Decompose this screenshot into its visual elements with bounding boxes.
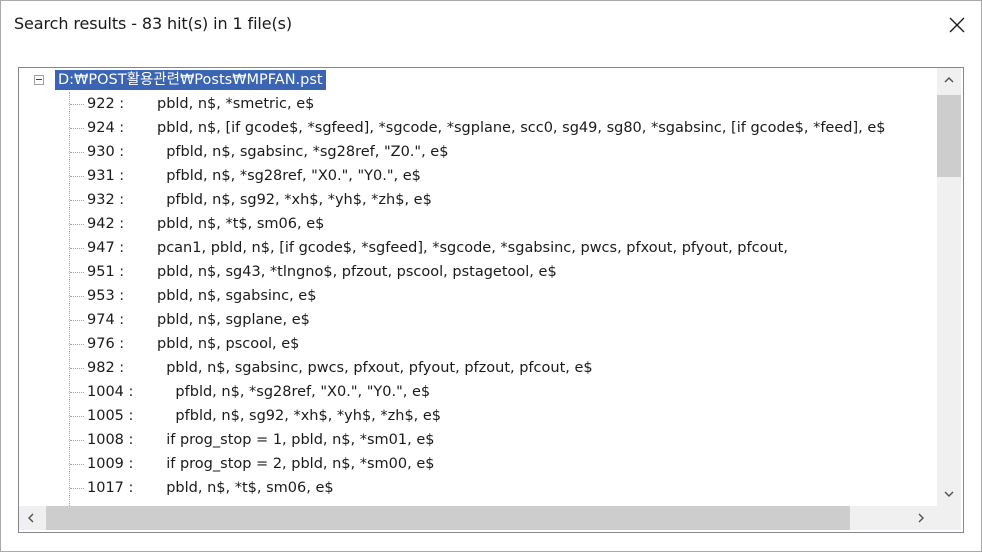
tree-connector xyxy=(70,368,84,369)
matched-code: pfbld, n$, sg92, *xh$, *yh$, *zh$, e$ xyxy=(157,192,432,208)
line-number: 951 : xyxy=(87,264,125,280)
chevron-up-icon xyxy=(944,77,954,83)
matched-code: if prog_stop = 2, pbld, n$, *sm00, e$ xyxy=(157,456,435,472)
line-number: 974 : xyxy=(87,312,125,328)
matched-code: pfbld, n$, sgabsinc, *sg28ref, "Z0.", e$ xyxy=(157,144,449,160)
tree-connector xyxy=(70,224,84,225)
horizontal-scrollbar[interactable] xyxy=(19,506,937,530)
tree-root-file[interactable]: D:₩POST활용관련₩Posts₩MPFAN.pst xyxy=(19,68,937,92)
scroll-right-button[interactable] xyxy=(909,506,933,530)
result-row[interactable]: 942 : pbld, n$, *t$, sm06, e$ xyxy=(19,212,937,236)
scroll-down-button[interactable] xyxy=(937,482,961,506)
line-number: 1005 : xyxy=(87,408,134,424)
tree-connector xyxy=(70,176,84,177)
line-number: 924 : xyxy=(87,120,125,136)
result-row[interactable]: 924 : pbld, n$, [if gcode$, *sgfeed], *sg… xyxy=(19,116,937,140)
matched-code: pbld, n$, sgabsinc, e$ xyxy=(157,288,317,304)
line-number: 976 : xyxy=(87,336,125,352)
matched-code: pbld, n$, *t$, sm06, e$ xyxy=(157,216,325,232)
file-path-label[interactable]: D:₩POST활용관련₩Posts₩MPFAN.pst xyxy=(55,70,326,90)
result-row[interactable]: 1008 : if prog_stop = 1, pbld, n$, *sm01… xyxy=(19,428,937,452)
vertical-scroll-thumb[interactable] xyxy=(937,95,961,177)
matched-code: pfbld, n$, *sg28ref, "X0.", "Y0.", e$ xyxy=(157,168,421,184)
line-number: 922 : xyxy=(87,96,125,112)
results-tree[interactable]: D:₩POST활용관련₩Posts₩MPFAN.pst 922 : pbld, n… xyxy=(19,68,937,506)
tree-connector xyxy=(70,488,84,489)
line-number: 1004 : xyxy=(87,384,134,400)
chevron-right-icon xyxy=(918,513,924,523)
matched-code: pbld, n$, sgplane, e$ xyxy=(157,312,310,328)
tree-connector xyxy=(70,344,84,345)
result-row[interactable]: 1004 : pfbld, n$, *sg28ref, "X0.", "Y0."… xyxy=(19,380,937,404)
matched-code: pfbld, n$, sg92, *xh$, *yh$, *zh$, e$ xyxy=(157,408,442,424)
tree-connector xyxy=(70,248,84,249)
tree-connector xyxy=(70,416,84,417)
tree-connector xyxy=(70,200,84,201)
tree-connector xyxy=(70,464,84,465)
chevron-left-icon xyxy=(28,513,34,523)
line-number: 947 : xyxy=(87,240,125,256)
tree-connector xyxy=(70,128,84,129)
close-icon xyxy=(949,17,965,33)
minus-box-icon[interactable] xyxy=(34,75,44,85)
result-row[interactable]: 974 : pbld, n$, sgplane, e$ xyxy=(19,308,937,332)
line-number: 930 : xyxy=(87,144,125,160)
result-row[interactable]: 953 : pbld, n$, sgabsinc, e$ xyxy=(19,284,937,308)
tree-connector xyxy=(70,440,84,441)
matched-code: pfbld, n$, *sg28ref, "X0.", "Y0.", e$ xyxy=(157,384,431,400)
matched-code: pbld, n$, [if gcode$, *sgfeed], *sgcode,… xyxy=(157,120,886,136)
results-tree-panel: D:₩POST활용관련₩Posts₩MPFAN.pst 922 : pbld, n… xyxy=(18,67,964,533)
scroll-left-button[interactable] xyxy=(19,506,43,530)
line-number: 1008 : xyxy=(87,432,134,448)
tree-guide-line xyxy=(69,92,70,506)
window-title: Search results - 83 hit(s) in 1 file(s) xyxy=(14,14,293,33)
line-number: 942 : xyxy=(87,216,125,232)
matched-code: if prog_stop = 1, pbld, n$, *sm01, e$ xyxy=(157,432,435,448)
tree-connector xyxy=(70,320,84,321)
vertical-scrollbar[interactable] xyxy=(937,68,961,506)
result-row[interactable]: 930 : pfbld, n$, sgabsinc, *sg28ref, "Z0… xyxy=(19,140,937,164)
matched-code: pcan1, pbld, n$, [if gcode$, *sgfeed], *… xyxy=(157,240,788,256)
tree-connector xyxy=(70,152,84,153)
result-row[interactable]: 1005 : pfbld, n$, sg92, *xh$, *yh$, *zh$… xyxy=(19,404,937,428)
close-button[interactable] xyxy=(933,1,981,49)
line-number: 982 : xyxy=(87,360,125,376)
result-row[interactable]: 1009 : if prog_stop = 2, pbld, n$, *sm00… xyxy=(19,452,937,476)
matched-code: pbld, n$, pscool, e$ xyxy=(157,336,300,352)
line-number: 1017 : xyxy=(87,480,134,496)
scrollbar-corner xyxy=(937,506,961,530)
scroll-up-button[interactable] xyxy=(937,68,961,92)
result-row[interactable]: 982 : pbld, n$, sgabsinc, pwcs, pfxout, … xyxy=(19,356,937,380)
result-row[interactable]: 951 : pbld, n$, sg43, *tlngno$, pfzout, p… xyxy=(19,260,937,284)
line-number: 953 : xyxy=(87,288,125,304)
result-row[interactable]: 947 : pcan1, pbld, n$, [if gcode$, *sgfee… xyxy=(19,236,937,260)
matched-code: pbld, n$, sgabsinc, pwcs, pfxout, pfyout… xyxy=(157,360,593,376)
matched-code: pbld, n$, *smetric, e$ xyxy=(157,96,315,112)
result-row[interactable]: 1017 : pbld, n$, *t$, sm06, e$ xyxy=(19,476,937,500)
result-row[interactable]: 922 : pbld, n$, *smetric, e$ xyxy=(19,92,937,116)
tree-connector xyxy=(70,296,84,297)
tree-connector xyxy=(70,104,84,105)
chevron-down-icon xyxy=(944,491,954,497)
tree-connector xyxy=(70,272,84,273)
line-number: 932 : xyxy=(87,192,125,208)
matched-code: pbld, n$, sg43, *tlngno$, pfzout, pscool… xyxy=(157,264,557,280)
tree-connector xyxy=(70,392,84,393)
result-row[interactable]: 932 : pfbld, n$, sg92, *xh$, *yh$, *zh$,… xyxy=(19,188,937,212)
result-row[interactable]: 976 : pbld, n$, pscool, e$ xyxy=(19,332,937,356)
line-number: 1009 : xyxy=(87,456,134,472)
result-row[interactable]: 931 : pfbld, n$, *sg28ref, "X0.", "Y0.",… xyxy=(19,164,937,188)
horizontal-scroll-thumb[interactable] xyxy=(46,506,850,530)
line-number: 931 : xyxy=(87,168,125,184)
matched-code: pbld, n$, *t$, sm06, e$ xyxy=(157,480,334,496)
